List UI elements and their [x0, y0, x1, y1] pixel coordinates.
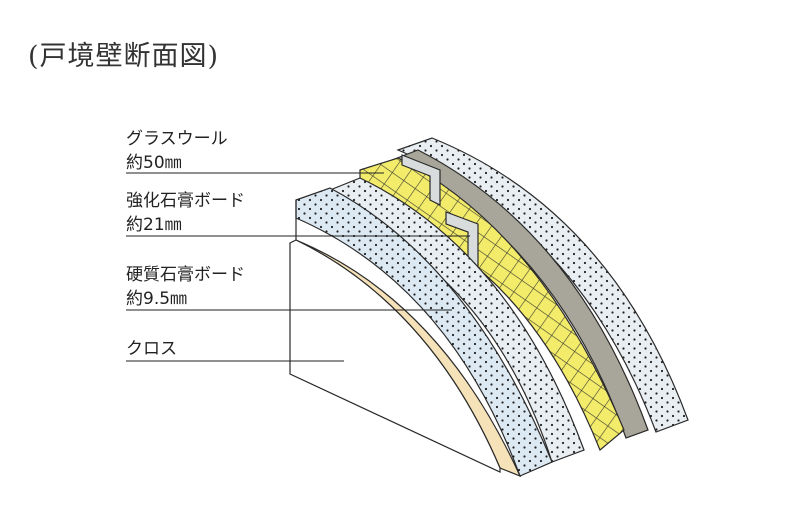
label-hard-gypsum: 硬質石膏ボード 約9.5㎜	[126, 263, 245, 311]
steel-stud-upper	[401, 154, 441, 206]
label-reinforced-gypsum: 強化石膏ボード 約21㎜	[126, 189, 245, 237]
label-cloth: クロス	[126, 337, 177, 361]
hard-gypsum-board	[295, 187, 553, 478]
cloth-name: クロス	[126, 339, 177, 359]
reinforced-gypsum-name: 強化石膏ボード	[126, 191, 245, 211]
label-glass-wool: グラスウール 約50㎜	[126, 127, 228, 175]
hard-gypsum-name: 硬質石膏ボード	[126, 265, 245, 285]
glass-wool-name: グラスウール	[126, 129, 228, 149]
reinforced-gypsum-spec: 約21㎜	[126, 215, 182, 235]
leader-lines	[126, 172, 470, 362]
diagram-title: (戸境壁断面図)	[28, 41, 220, 72]
glass-wool-spec: 約50㎜	[126, 153, 182, 173]
cloth-face	[289, 239, 501, 473]
hard-gypsum-spec: 約9.5㎜	[126, 289, 188, 309]
